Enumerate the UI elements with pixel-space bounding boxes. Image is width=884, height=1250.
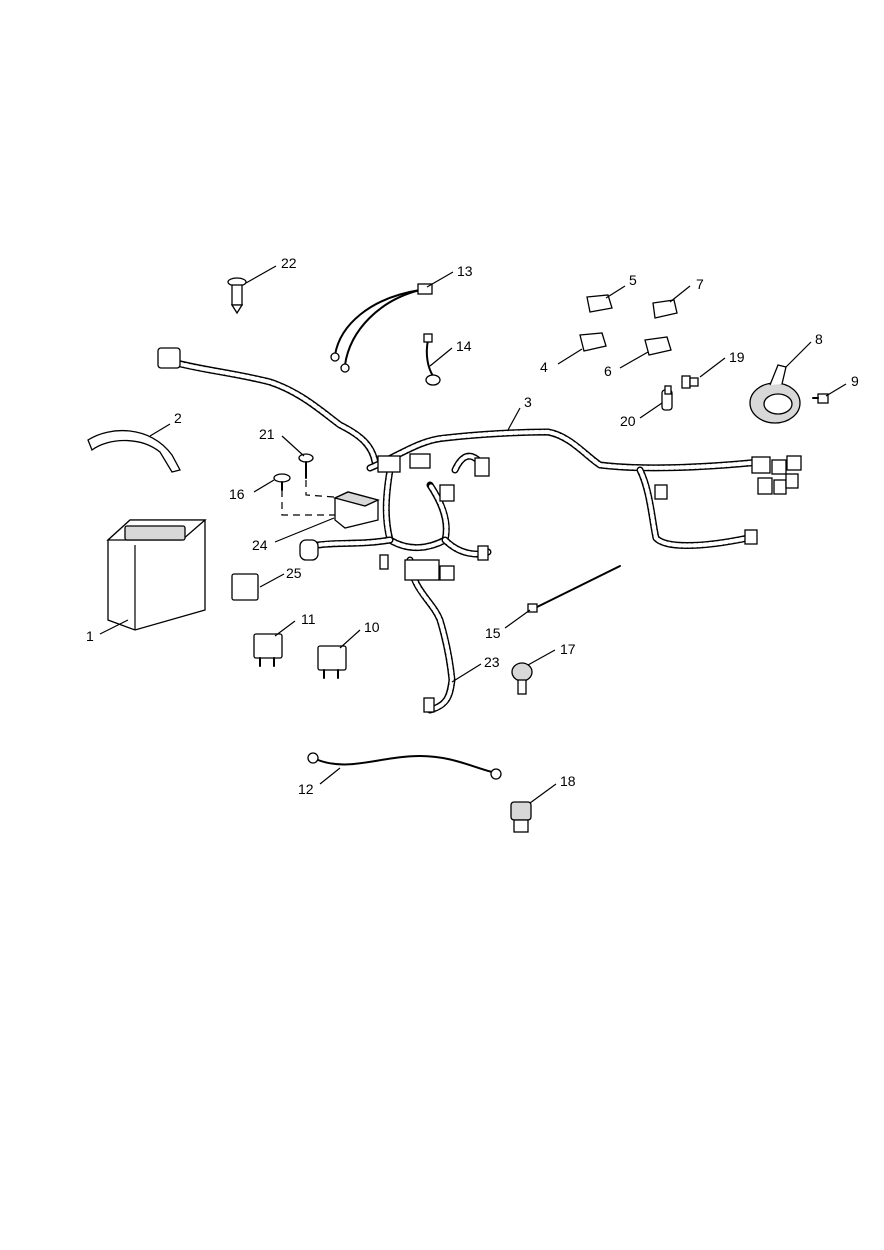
relay-11-part (253, 633, 283, 667)
callout-8: 8 (815, 331, 823, 347)
leader-22 (245, 265, 277, 284)
callout-10: 10 (364, 619, 380, 635)
battery-lead-part (307, 752, 502, 780)
callout-15: 15 (485, 625, 501, 641)
callout-9: 9 (851, 373, 859, 389)
leader-18 (529, 783, 557, 804)
leader-17 (527, 649, 556, 666)
screw-part (681, 375, 699, 389)
leader-13 (426, 271, 454, 288)
leader-14 (429, 347, 453, 367)
clip-part (661, 385, 673, 411)
earth-lead-part (330, 283, 433, 373)
leader-10 (339, 629, 361, 649)
callout-7: 7 (696, 276, 704, 292)
callout-20: 20 (620, 413, 636, 429)
callout-labels: 1 2 3 4 5 6 7 8 9 10 11 12 13 14 15 16 1… (86, 255, 859, 797)
leader-8 (785, 341, 812, 368)
callout-24: 24 (252, 537, 268, 553)
leader-7 (669, 285, 691, 303)
leader-15 (504, 609, 531, 629)
leader-3 (507, 407, 521, 431)
callout-16: 16 (229, 486, 245, 502)
callout-3: 3 (524, 394, 532, 410)
callout-11: 11 (301, 611, 316, 627)
leader-lines (99, 265, 847, 804)
callout-22: 22 (281, 255, 297, 271)
callout-25: 25 (286, 565, 302, 581)
leader-21 (281, 435, 305, 457)
leader-1 (99, 619, 129, 635)
callout-23: 23 (484, 654, 500, 670)
leader-20 (639, 402, 663, 419)
leader-9 (825, 383, 847, 397)
callout-12: 12 (298, 781, 314, 797)
leader-25 (259, 573, 285, 588)
horn-bolt-part (812, 393, 829, 404)
leader-4 (557, 348, 583, 365)
leader-5 (605, 285, 626, 299)
battery-strap-part (87, 430, 181, 473)
callout-19: 19 (729, 349, 745, 365)
callout-14: 14 (456, 338, 472, 354)
callout-21: 21 (259, 426, 275, 442)
leader-16 (253, 479, 275, 493)
relay-25-part (231, 573, 259, 601)
leader-19 (699, 357, 726, 378)
callout-13: 13 (457, 263, 473, 279)
leader-23 (451, 663, 482, 683)
fixing-clip-part (511, 662, 533, 695)
switch-part (510, 801, 532, 833)
leader-2 (149, 423, 171, 437)
callout-6: 6 (604, 363, 612, 379)
screw-rivet-parts (273, 453, 314, 491)
cable-tie-part (527, 565, 621, 613)
battery-part (106, 519, 207, 631)
callout-17: 17 (560, 641, 576, 657)
callout-5: 5 (629, 272, 637, 288)
horn-part (749, 364, 801, 424)
leader-11 (274, 620, 296, 637)
callout-18: 18 (560, 773, 576, 789)
callout-4: 4 (540, 359, 548, 375)
leader-24 (274, 517, 335, 543)
sensor-part (423, 333, 441, 386)
module-part (281, 480, 380, 529)
callout-1: 1 (86, 628, 94, 644)
relay-10-part (317, 645, 347, 679)
leader-12 (319, 767, 341, 785)
leader-6 (619, 351, 649, 369)
main-harness-part (157, 347, 802, 570)
callout-2: 2 (174, 410, 182, 426)
fuse-holder-parts (579, 294, 678, 356)
bolt-part (227, 277, 247, 315)
sub-harness-part (404, 556, 456, 714)
